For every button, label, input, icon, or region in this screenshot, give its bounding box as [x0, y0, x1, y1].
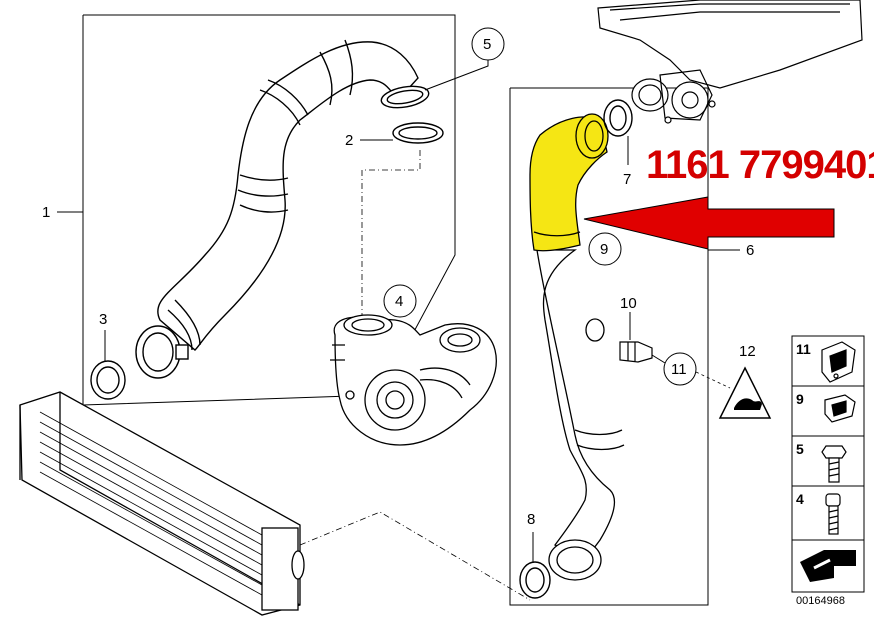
- bracket-clip-icon: [821, 341, 856, 383]
- hex-bolt-icon: [821, 445, 847, 483]
- callout-11-marker: 11: [663, 352, 697, 386]
- callout-7: 7: [623, 171, 631, 188]
- legend-label-5: 5: [796, 441, 804, 457]
- callout-5-marker: 5: [471, 27, 505, 61]
- charge-hose-left: [135, 39, 430, 379]
- callout-12: 12: [739, 343, 756, 360]
- spring-clip-icon: [824, 394, 856, 423]
- socket-bolt-icon: [825, 493, 841, 535]
- legend-label-9: 9: [796, 391, 804, 407]
- callout-11: 11: [671, 361, 687, 378]
- callout-9-marker: 9: [588, 232, 622, 266]
- charge-pipe-lower: [536, 249, 625, 581]
- callout-4: 4: [395, 293, 403, 310]
- intercooler: [19, 391, 305, 616]
- part-number-label: 1161 7799401: [646, 143, 874, 187]
- arrow-symbol-icon: [798, 548, 858, 582]
- callout-3: 3: [99, 311, 107, 328]
- leader-5: [424, 60, 489, 91]
- callout-2: 2: [345, 132, 353, 149]
- callout-5: 5: [483, 36, 491, 53]
- callout-6: 6: [746, 242, 754, 259]
- callout-8: 8: [527, 511, 535, 528]
- seal-ring-7: [603, 99, 633, 137]
- highlighted-charge-hose: [529, 113, 609, 252]
- side-legend: 11 9 5 4: [791, 335, 865, 593]
- legend-label-4: 4: [796, 491, 804, 507]
- pressure-sensor-10: [619, 341, 653, 363]
- callout-10: 10: [620, 295, 637, 312]
- drawing-number: 00164968: [796, 595, 845, 607]
- seal-ring-8: [519, 561, 551, 599]
- callout-9: 9: [600, 241, 608, 258]
- engine-manifold: [597, 0, 863, 124]
- callout-1: 1: [42, 204, 50, 221]
- dashed-link-11-12: [695, 371, 731, 389]
- red-pointer-arrow: [583, 196, 835, 250]
- seal-ring-3: [90, 360, 126, 400]
- warning-label-12: [718, 366, 772, 419]
- connection-lines: [299, 150, 531, 601]
- callout-4-marker: 4: [383, 284, 417, 318]
- group-frame-1: [82, 14, 456, 406]
- turbocharger: [330, 314, 497, 446]
- legend-label-11: 11: [796, 341, 811, 357]
- leader-11: [651, 354, 666, 364]
- seal-ring-2: [392, 122, 444, 144]
